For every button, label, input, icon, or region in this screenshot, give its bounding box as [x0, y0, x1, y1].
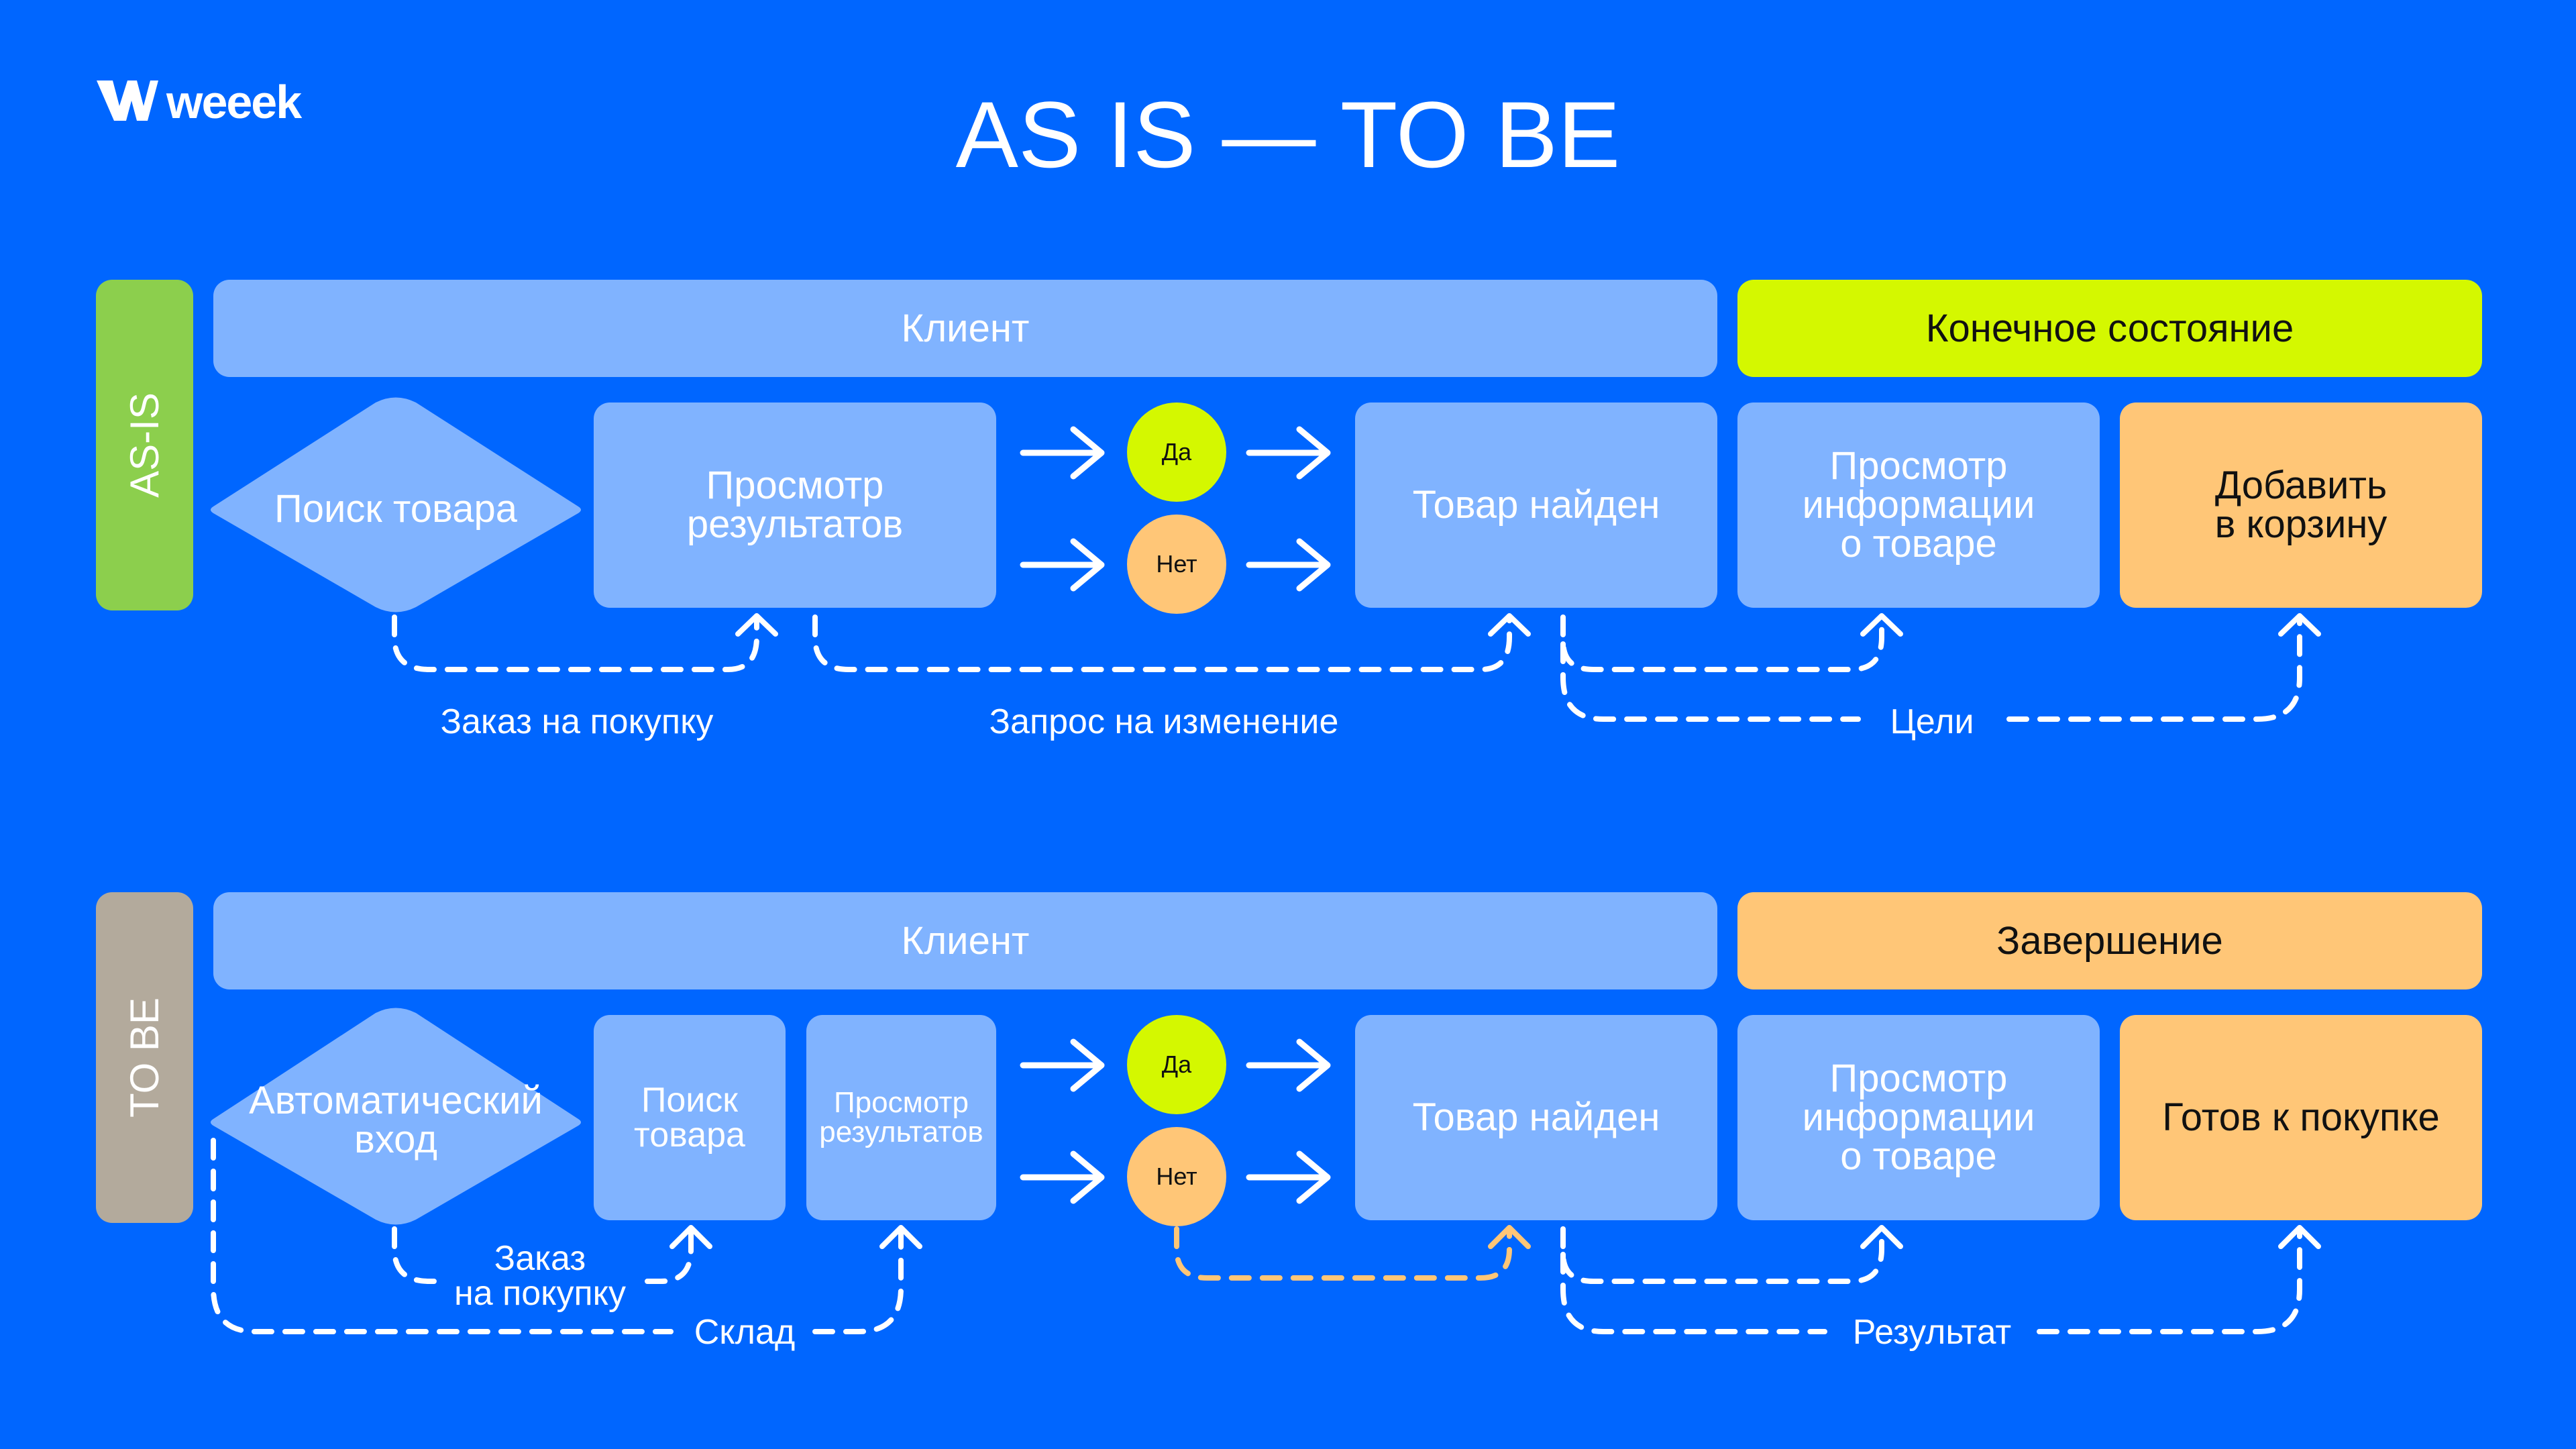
tobe-info-box: Просмотр информации о товаре — [1737, 1015, 2100, 1220]
tobe-info-line1: Просмотр — [1829, 1057, 2008, 1100]
tobe-lane-final: Завершение — [1737, 892, 2482, 989]
tobe-label-order: Заказ на покупку — [429, 1241, 651, 1311]
asis-label-goals: Цели — [1890, 702, 1974, 741]
asis-cart-line1: Добавить — [2214, 464, 2387, 507]
asis-info-line3: о товаре — [1840, 522, 1997, 566]
tobe-tag-label: TO BE — [122, 998, 168, 1118]
page-title: AS IS — TO BE — [955, 82, 1621, 187]
tobe-results-line1: Просмотр — [834, 1086, 969, 1119]
tobe-label-result: Результат — [1852, 1313, 2012, 1352]
arrow-right-icon — [1246, 1038, 1331, 1092]
tobe-results-box: Просмотр результатов — [806, 1015, 996, 1220]
asis-results-line1: Просмотр — [706, 464, 884, 507]
logo-text: weeek — [166, 76, 302, 128]
tobe-tag: TO BE — [96, 892, 193, 1223]
logo: weeek — [94, 74, 335, 128]
tobe-search-box: Поиск товара — [594, 1015, 786, 1220]
asis-results-box: Просмотр результатов — [594, 402, 996, 608]
asis-cart-box: Добавить в корзину — [2120, 402, 2482, 608]
tobe-results-line2: результатов — [819, 1116, 983, 1148]
dashed-connector-request — [812, 613, 1531, 672]
tobe-info-line3: о товаре — [1840, 1134, 1997, 1178]
tobe-autologin-line1: Автоматический — [249, 1079, 543, 1122]
tobe-info-line2: информации — [1802, 1095, 2035, 1139]
asis-yes-circle: Да — [1127, 402, 1226, 502]
dashed-connector-info — [1560, 613, 1903, 672]
arrow-right-icon — [1246, 426, 1331, 480]
tobe-label-order-line2: на покупку — [454, 1274, 626, 1313]
asis-info-box: Просмотр информации о товаре — [1737, 402, 2100, 608]
tobe-label-order-line1: Заказ — [494, 1239, 586, 1278]
dashed-connector-no-to-found — [1174, 1225, 1531, 1281]
tobe-ready-box: Готов к покупке — [2120, 1015, 2482, 1220]
asis-results-line2: результатов — [686, 502, 904, 546]
dashed-connector-order — [392, 613, 778, 672]
tobe-lane-client: Клиент — [213, 892, 1717, 989]
asis-info-line2: информации — [1802, 483, 2035, 527]
weeek-logo-icon — [97, 80, 158, 121]
tobe-search-line2: товара — [634, 1116, 745, 1155]
tobe-yes-circle: Да — [1127, 1015, 1226, 1114]
arrow-right-icon — [1020, 426, 1105, 480]
asis-label-request: Запрос на изменение — [989, 702, 1339, 741]
arrow-right-icon — [1246, 538, 1331, 592]
asis-search-label: Поиск товара — [274, 487, 517, 531]
asis-lane-final: Конечное состояние — [1737, 280, 2482, 377]
asis-no-circle: Нет — [1127, 515, 1226, 614]
tobe-search-line1: Поиск — [641, 1081, 739, 1120]
tobe-label-warehouse: Склад — [694, 1313, 796, 1352]
asis-lane-client: Клиент — [213, 280, 1717, 377]
asis-tag-label: AS-IS — [122, 392, 167, 498]
arrow-right-icon — [1020, 538, 1105, 592]
asis-cart-line2: в корзину — [2214, 502, 2387, 546]
arrow-right-icon — [1020, 1038, 1105, 1092]
arrow-right-icon — [1246, 1150, 1331, 1204]
tobe-no-circle: Нет — [1127, 1127, 1226, 1226]
asis-label-order: Заказ на покупку — [440, 702, 714, 741]
tobe-autologin-label: Автоматический вход — [213, 1081, 578, 1159]
asis-info-line1: Просмотр — [1829, 444, 2008, 488]
dashed-connector-info — [1560, 1225, 1903, 1284]
asis-tag: AS-IS — [96, 280, 193, 610]
tobe-found-box: Товар найден — [1355, 1015, 1717, 1220]
asis-found-box: Товар найден — [1355, 402, 1717, 608]
tobe-autologin-line2: вход — [354, 1118, 437, 1161]
arrow-right-icon — [1020, 1150, 1105, 1204]
